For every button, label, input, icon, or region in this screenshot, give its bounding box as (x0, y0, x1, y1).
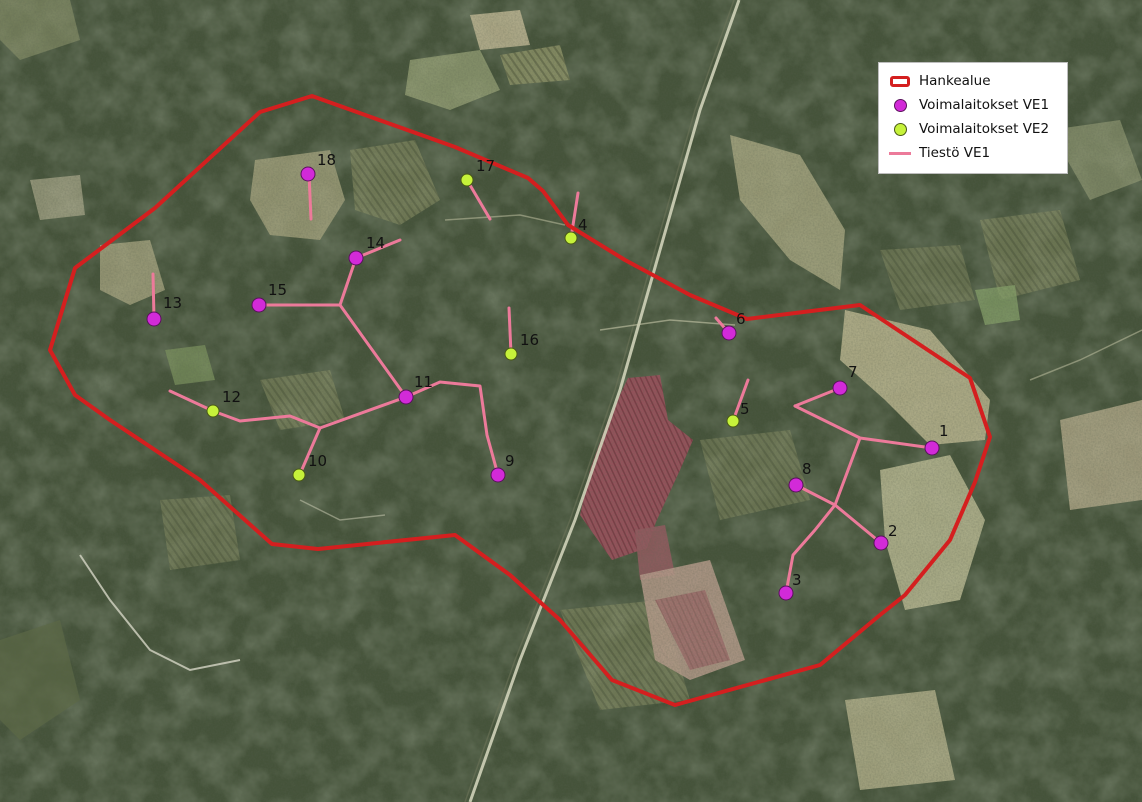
turbine-label-12: 12 (222, 388, 241, 406)
turbine-14[interactable] (348, 250, 364, 266)
road-network-ve1 (151, 172, 934, 595)
turbine-label-4: 4 (578, 216, 588, 234)
turbine-7[interactable] (832, 380, 848, 396)
turbine-17[interactable] (460, 173, 474, 187)
road-segment (731, 378, 750, 423)
turbine-label-18: 18 (317, 151, 336, 169)
turbine-label-14: 14 (366, 234, 385, 252)
turbine-12[interactable] (206, 404, 220, 418)
turbine-label-10: 10 (308, 452, 327, 470)
turbine-label-5: 5 (740, 400, 750, 418)
turbine-ve1-icon (887, 98, 913, 112)
road-segment (307, 172, 313, 221)
turbine-label-7: 7 (848, 363, 858, 381)
turbine-label-13: 13 (163, 294, 182, 312)
turbine-label-3: 3 (792, 571, 802, 589)
legend-item-turbine-ve1: Voimalaitokset VE1 (887, 93, 1059, 117)
legend-item-project-area: Hankealue (887, 69, 1059, 93)
turbine-18[interactable] (300, 166, 316, 182)
turbine-15[interactable] (251, 297, 267, 313)
turbine-9[interactable] (490, 467, 506, 483)
turbines-layer (146, 166, 940, 601)
turbine-label-1: 1 (939, 422, 949, 440)
road-segment (354, 238, 402, 260)
turbine-label-16: 16 (520, 331, 539, 349)
turbine-8[interactable] (788, 477, 804, 493)
turbine-label-6: 6 (736, 310, 746, 328)
legend-item-road-ve1: Tiestö VE1 (887, 141, 1059, 165)
road-segment (833, 436, 862, 507)
road-segment (151, 272, 156, 321)
road-segment (507, 306, 513, 356)
turbine-16[interactable] (504, 347, 518, 361)
existing-roads (79, 0, 1142, 802)
turbine-4[interactable] (564, 231, 578, 245)
turbine-2[interactable] (873, 535, 889, 551)
project-area-icon (887, 75, 913, 87)
turbine-labels: 1 2 3 4 5 6 7 8 9 10 11 12 13 14 15 16 1… (163, 151, 949, 589)
road-segment (168, 389, 322, 430)
legend-label: Hankealue (919, 73, 991, 89)
road-segment (784, 503, 837, 595)
road-segment (404, 380, 500, 477)
turbine-label-11: 11 (414, 373, 433, 391)
turbine-label-2: 2 (888, 522, 898, 540)
road-segment (338, 303, 408, 399)
legend-label: Voimalaitokset VE2 (919, 121, 1050, 137)
road-segment (318, 395, 408, 430)
turbine-10[interactable] (292, 468, 306, 482)
turbine-13[interactable] (146, 311, 162, 327)
turbine-1[interactable] (924, 440, 940, 456)
turbine-label-17: 17 (476, 157, 495, 175)
turbine-label-15: 15 (268, 281, 287, 299)
turbine-6[interactable] (721, 325, 737, 341)
legend-item-turbine-ve2: Voimalaitokset VE2 (887, 117, 1059, 141)
road-ve1-icon (887, 151, 913, 155)
legend-label: Tiestö VE1 (919, 145, 991, 161)
turbine-label-9: 9 (505, 452, 515, 470)
road-segment (569, 191, 580, 240)
map-legend: Hankealue Voimalaitokset VE1 Voimalaitok… (878, 62, 1068, 174)
turbine-ve2-icon (887, 122, 913, 136)
project-area-boundary (48, 94, 992, 707)
turbine-11[interactable] (398, 389, 414, 405)
road-segment (298, 426, 322, 476)
turbine-label-8: 8 (802, 460, 812, 478)
turbine-3[interactable] (778, 585, 794, 601)
road-segment (793, 386, 842, 408)
road-segment (338, 256, 358, 307)
turbine-5[interactable] (726, 414, 740, 428)
legend-label: Voimalaitokset VE1 (919, 97, 1050, 113)
road-segment (465, 178, 492, 221)
